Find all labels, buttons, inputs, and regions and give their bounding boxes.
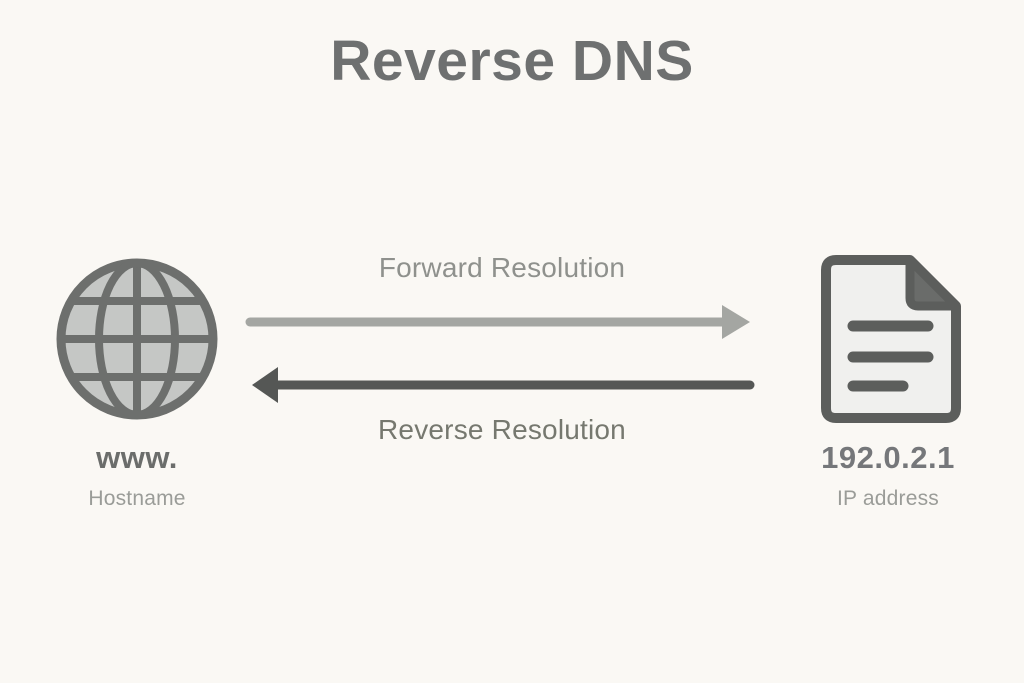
node-hostname-subtitle: Hostname [88, 487, 186, 510]
node-ip-subtitle: IP address [836, 487, 939, 510]
node-ip-title: 192.0.2.1 [821, 440, 955, 475]
node-hostname: www. Hostname [17, 256, 257, 511]
node-hostname-title: www. [96, 440, 178, 475]
arrow-forward-label: Forward Resolution [378, 252, 626, 283]
page-title: Reverse DNS [330, 29, 694, 93]
document-icon [768, 255, 1008, 423]
arrow-forward [245, 305, 750, 339]
arrow-reverse [252, 367, 755, 403]
node-ip-address: 192.0.2.1 IP address [768, 255, 1008, 511]
globe-icon [17, 256, 257, 422]
arrow-reverse-label: Reverse Resolution [378, 414, 626, 445]
